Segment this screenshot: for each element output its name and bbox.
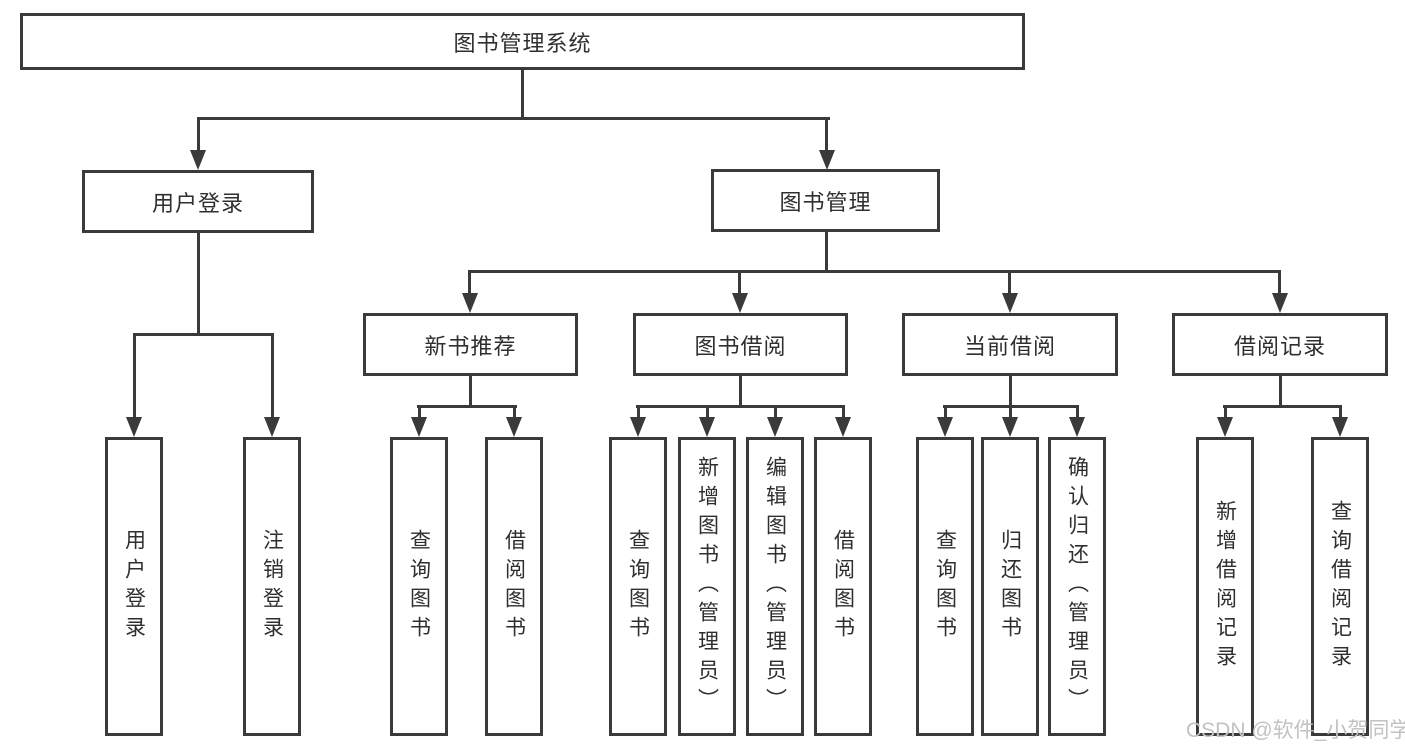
arrowhead-borrow-add [699,417,715,437]
connector-mgmt-stem [825,232,828,273]
node-leaf-rec-borrow-books-label: 借阅图书 [502,528,526,645]
connector-drop-login-logout [271,333,274,420]
arrowhead-borrow-edit [767,417,783,437]
arrowhead-borrow-query [630,417,646,437]
node-leaf-add-books-admin-label: 新增图书（管理员） [695,456,719,717]
node-new-book-rec-label: 新书推荐 [424,333,517,359]
node-book-mgmt: 图书管理 [711,169,940,232]
connector-borrow-rail [636,405,845,408]
node-leaf-query-borrow-record-label: 查询借阅记录 [1328,499,1352,674]
node-current-borrow-label: 当前借阅 [963,333,1056,359]
node-leaf-user-login-label: 用户登录 [122,528,146,645]
connector-drop-record-add [1224,405,1227,419]
connector-root-rail [197,117,830,120]
arrowhead-rec-borrow [506,417,522,437]
connector-drop-rec-borrow [513,405,516,419]
csdn-watermark: CSDN @软件_小贺同学 [1186,719,1405,742]
node-leaf-confirm-return-admin-label: 确认归还（管理员） [1065,456,1089,717]
node-leaf-edit-books-admin: 编辑图书（管理员） [746,437,804,736]
node-leaf-edit-books-admin-label: 编辑图书（管理员） [763,456,787,717]
connector-drop-login-user [133,333,136,420]
arrowhead-cur-return [1002,417,1018,437]
connector-drop-rec [468,270,471,295]
node-leaf-borrow-query-books: 查询图书 [609,437,667,736]
node-borrow-record: 借阅记录 [1172,313,1388,376]
connector-login-rail [133,333,274,336]
node-leaf-return-books: 归还图书 [981,437,1039,736]
node-leaf-rec-query-books: 查询图书 [390,437,448,736]
node-new-book-rec: 新书推荐 [363,313,578,376]
arrowhead-login [190,150,206,170]
node-leaf-query-borrow-record: 查询借阅记录 [1311,437,1369,736]
connector-drop-cur-query [944,405,947,419]
node-book-borrow: 图书借阅 [633,313,848,376]
connector-drop-cur-return [1009,405,1012,419]
arrowhead-current [1002,293,1018,313]
connector-mgmt-rail [469,270,1280,273]
node-leaf-borrow-loan-books-label: 借阅图书 [831,528,855,645]
node-leaf-cur-query-books: 查询图书 [916,437,974,736]
node-user-login-label: 用户登录 [151,190,244,216]
connector-current-stem [1009,376,1012,408]
arrowhead-login-user [126,417,142,437]
connector-root-stem [521,70,524,119]
arrowhead-borrow-loan [835,417,851,437]
connector-drop-rec-query [418,405,421,419]
node-leaf-logout-label: 注销登录 [260,528,284,645]
node-leaf-rec-query-books-label: 查询图书 [407,528,431,645]
arrowhead-borrow [732,293,748,313]
connector-rec-rail [417,405,517,408]
connector-drop-cur-confirm [1076,405,1079,419]
arrowhead-rec [462,293,478,313]
connector-record-stem [1279,376,1282,408]
node-leaf-add-borrow-record-label: 新增借阅记录 [1213,499,1237,674]
node-leaf-rec-borrow-books: 借阅图书 [485,437,543,736]
connector-drop-current [1008,270,1011,295]
arrowhead-record-add [1217,417,1233,437]
arrowhead-cur-confirm [1069,417,1085,437]
arrowhead-mgmt [819,150,835,170]
connector-login-stem [197,233,200,336]
arrowhead-cur-query [937,417,953,437]
arrowhead-record-query [1332,417,1348,437]
connector-borrow-stem [739,376,742,408]
node-leaf-add-borrow-record: 新增借阅记录 [1196,437,1254,736]
arrowhead-login-logout [264,417,280,437]
node-user-login: 用户登录 [82,170,314,233]
node-leaf-borrow-loan-books: 借阅图书 [814,437,872,736]
connector-drop-borrow-add [706,405,709,419]
node-leaf-cur-query-books-label: 查询图书 [933,528,957,645]
node-book-mgmt-label: 图书管理 [779,189,872,215]
connector-rec-stem [469,376,472,408]
node-borrow-record-label: 借阅记录 [1233,333,1326,359]
connector-drop-mgmt [825,117,828,153]
node-leaf-confirm-return-admin: 确认归还（管理员） [1048,437,1106,736]
connector-drop-borrow-edit [774,405,777,419]
node-root: 图书管理系统 [20,13,1025,70]
connector-drop-borrow-query [637,405,640,419]
arrowhead-record [1272,293,1288,313]
node-leaf-return-books-label: 归还图书 [998,528,1022,645]
node-leaf-borrow-query-books-label: 查询图书 [626,528,650,645]
connector-drop-borrow [738,270,741,295]
connector-drop-borrow-loan [842,405,845,419]
connector-drop-record [1278,270,1281,295]
node-current-borrow: 当前借阅 [902,313,1118,376]
node-book-borrow-label: 图书借阅 [694,333,787,359]
node-leaf-user-login: 用户登录 [105,437,163,736]
connector-record-rail [1223,405,1342,408]
node-root-label: 图书管理系统 [453,30,592,56]
node-leaf-add-books-admin: 新增图书（管理员） [678,437,736,736]
node-leaf-logout: 注销登录 [243,437,301,736]
connector-drop-record-query [1339,405,1342,419]
arrowhead-rec-query [411,417,427,437]
connector-drop-login [197,117,200,153]
